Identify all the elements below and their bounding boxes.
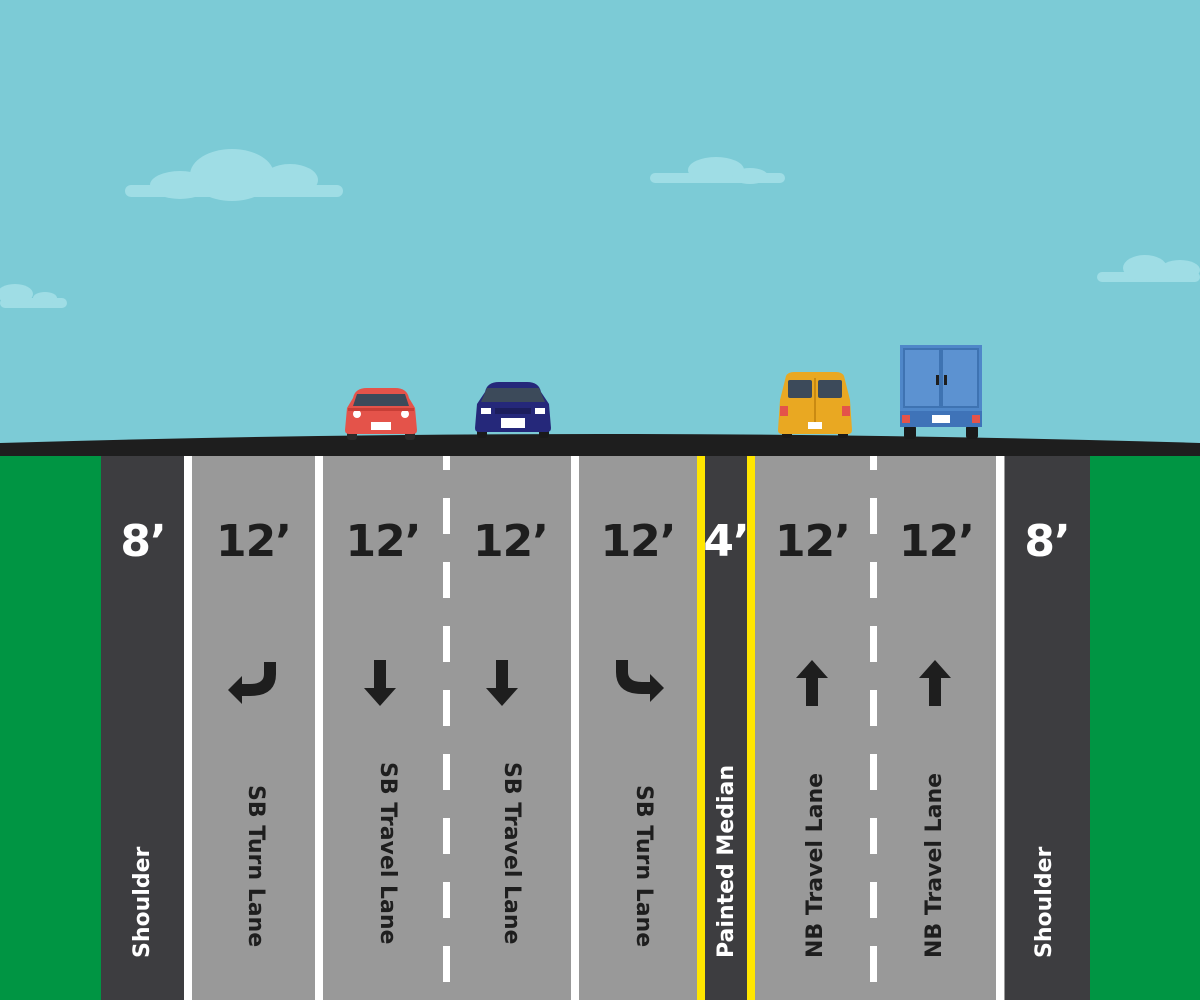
sb-travel-lane-1-width: 12’ <box>345 516 422 567</box>
yellow-van <box>778 372 852 438</box>
lane-line-dashed-2 <box>870 452 877 982</box>
sb-turn-lane-right-width: 12’ <box>600 516 677 567</box>
nb-travel-lane-1-label: NB Travel Lane <box>803 772 828 958</box>
nb-travel-lane-2-width: 12’ <box>899 516 975 567</box>
lane-line-dashed-1 <box>443 452 450 982</box>
lane-line-solid-2 <box>571 452 579 1000</box>
edge-line-right <box>996 452 1004 1000</box>
down-arrow-icon <box>486 660 518 706</box>
lanes-northbound <box>750 450 1005 1000</box>
u-turn-left-arrow-icon <box>228 662 276 704</box>
shoulder-right <box>1005 450 1090 1000</box>
shoulder-right-width: 8’ <box>1024 516 1070 567</box>
sb-travel-lane-2-width: 12’ <box>473 516 549 567</box>
cloud-2 <box>650 157 785 184</box>
blue-car <box>475 382 551 438</box>
painted-median-label: Painted Median <box>714 764 739 958</box>
up-arrow-icon <box>919 660 951 706</box>
shoulder-left <box>101 450 185 1000</box>
road-profile <box>0 434 1200 456</box>
painted-median-width: 4’ <box>703 516 749 567</box>
grass-left <box>0 450 101 1000</box>
blue-box-truck <box>900 345 982 439</box>
shoulder-left-label: Shoulder <box>130 846 155 958</box>
yellow-line-right <box>747 452 755 1000</box>
sb-turn-lane-right-label: SB Turn Lane <box>631 785 656 948</box>
sb-turn-lane-left-label: SB Turn Lane <box>243 785 268 948</box>
red-car <box>345 388 417 440</box>
sky <box>0 0 1200 455</box>
sb-travel-lane-1-label: SB Travel Lane <box>375 762 400 945</box>
lane-line-solid-1 <box>315 452 323 1000</box>
cloud-4 <box>0 284 67 308</box>
down-arrow-icon <box>364 660 396 706</box>
shoulder-right-label: Shoulder <box>1032 846 1057 958</box>
cloud-3 <box>1097 255 1200 282</box>
edge-line-left <box>184 452 192 1000</box>
nb-travel-lane-1-width: 12’ <box>775 516 851 567</box>
sb-travel-lane-2-label: SB Travel Lane <box>499 762 524 945</box>
sb-turn-lane-left-width: 12’ <box>216 516 292 567</box>
painted-median <box>702 450 750 1000</box>
nb-travel-lane-2-label: NB Travel Lane <box>922 772 947 958</box>
yellow-line-left <box>697 452 705 1000</box>
up-arrow-icon <box>796 660 828 706</box>
grass-right <box>1090 450 1200 1000</box>
cloud-1 <box>125 149 343 201</box>
shoulder-left-width: 8’ <box>120 516 166 567</box>
turn-right-arrow-icon <box>616 660 664 702</box>
